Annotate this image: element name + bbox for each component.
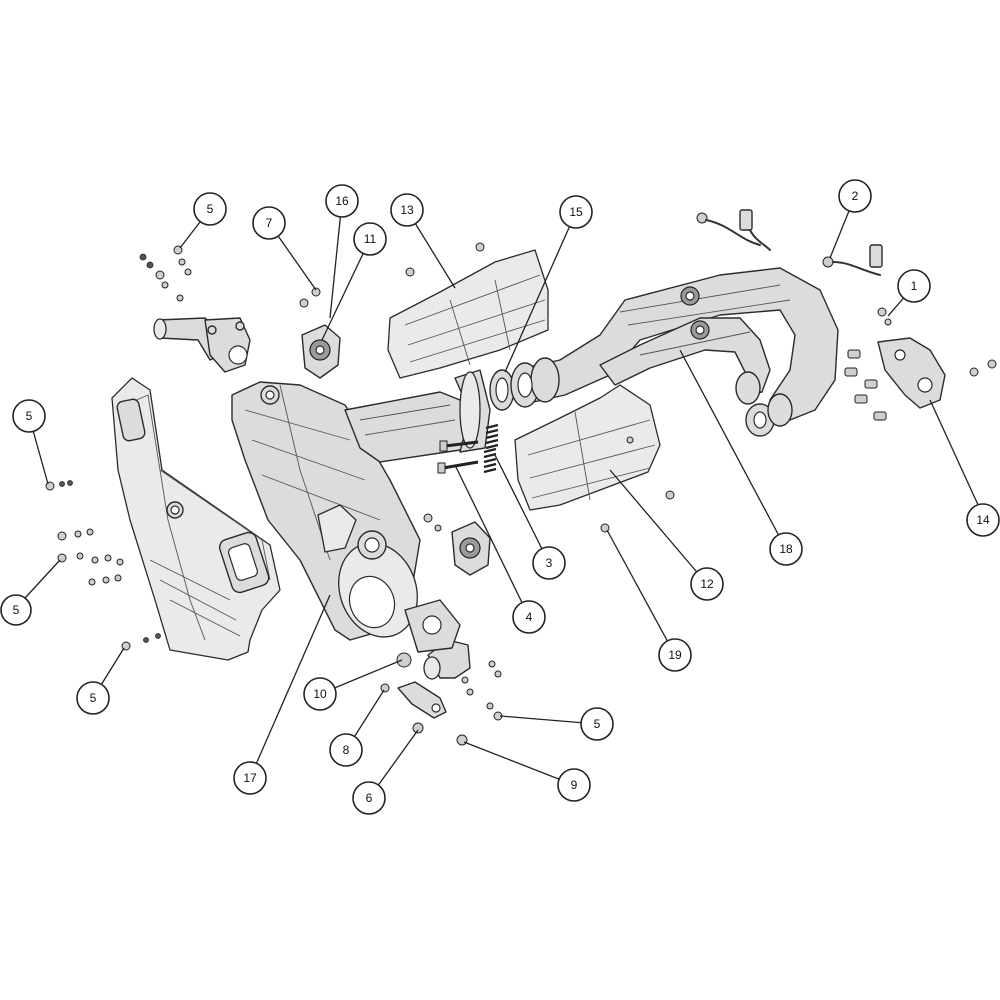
callout-8: 8 xyxy=(329,733,363,767)
callout-1: 1 xyxy=(897,269,931,303)
callout-5-left-lower: 5 xyxy=(0,594,32,626)
callout-5-top: 5 xyxy=(193,192,227,226)
svg-text:13: 13 xyxy=(400,203,414,217)
callout-4: 4 xyxy=(512,600,546,634)
svg-text:9: 9 xyxy=(571,778,578,792)
callout-19: 19 xyxy=(658,638,692,672)
lower-heat-shield xyxy=(514,384,675,533)
callout-14: 14 xyxy=(966,503,1000,537)
svg-text:1: 1 xyxy=(911,279,918,293)
svg-text:14: 14 xyxy=(976,513,990,527)
rubber-mount-lower xyxy=(451,521,491,576)
header-y-pipe xyxy=(510,267,839,437)
svg-text:6: 6 xyxy=(366,791,373,805)
svg-text:5: 5 xyxy=(594,717,601,731)
gasket-ring xyxy=(489,369,515,411)
svg-text:5: 5 xyxy=(26,409,33,423)
silencer-heat-shield xyxy=(111,377,281,661)
callout-5-left-upper: 5 xyxy=(12,399,46,433)
bolt-long-lower xyxy=(437,460,479,474)
callout-13: 13 xyxy=(390,193,424,227)
spring-lower xyxy=(483,447,497,474)
svg-text:2: 2 xyxy=(852,189,859,203)
svg-text:5: 5 xyxy=(207,202,214,216)
svg-text:4: 4 xyxy=(526,610,533,624)
hardware-cluster-top-left xyxy=(139,245,192,302)
svg-text:8: 8 xyxy=(343,743,350,757)
front-inlet-pipe xyxy=(153,317,251,373)
callout-11: 11 xyxy=(353,222,387,256)
leader-lines xyxy=(13,195,986,799)
callout-18: 18 xyxy=(769,532,803,566)
callout-3: 3 xyxy=(532,546,566,580)
svg-text:5: 5 xyxy=(13,603,20,617)
callout-10: 10 xyxy=(303,677,337,711)
callout-16: 16 xyxy=(325,184,359,218)
callout-15: 15 xyxy=(559,195,593,229)
callout-5-bottom-center: 5 xyxy=(580,707,614,741)
svg-text:19: 19 xyxy=(668,648,682,662)
callout-2: 2 xyxy=(838,179,872,213)
svg-text:17: 17 xyxy=(243,771,257,785)
rear-outlet-pipe xyxy=(404,599,471,680)
svg-text:5: 5 xyxy=(90,691,97,705)
oxygen-sensor-lower xyxy=(822,244,883,276)
outlet-bracket xyxy=(397,681,447,719)
mid-connector-pipe xyxy=(344,369,491,463)
callout-17: 17 xyxy=(233,761,267,795)
callout-5-bottom-left: 5 xyxy=(76,681,110,715)
svg-text:10: 10 xyxy=(313,687,327,701)
svg-text:7: 7 xyxy=(266,216,273,230)
silencer-body xyxy=(231,381,421,641)
hardware-cluster-right xyxy=(844,307,997,421)
svg-text:16: 16 xyxy=(335,194,349,208)
bolt-long-upper xyxy=(439,440,479,452)
svg-text:12: 12 xyxy=(700,577,714,591)
svg-text:18: 18 xyxy=(779,542,793,556)
upper-heat-shield xyxy=(387,242,549,379)
rubber-mount-upper xyxy=(301,324,341,379)
callout-6: 6 xyxy=(352,781,386,815)
callout-12: 12 xyxy=(690,567,724,601)
callout-9: 9 xyxy=(557,768,591,802)
hardware-cluster-center xyxy=(299,287,503,746)
mounting-bracket xyxy=(877,337,946,409)
oxygen-sensor-upper xyxy=(696,209,771,251)
svg-text:15: 15 xyxy=(569,205,583,219)
svg-text:3: 3 xyxy=(546,556,553,570)
callout-7: 7 xyxy=(252,206,286,240)
spring-upper xyxy=(485,423,499,450)
svg-text:11: 11 xyxy=(364,232,377,246)
